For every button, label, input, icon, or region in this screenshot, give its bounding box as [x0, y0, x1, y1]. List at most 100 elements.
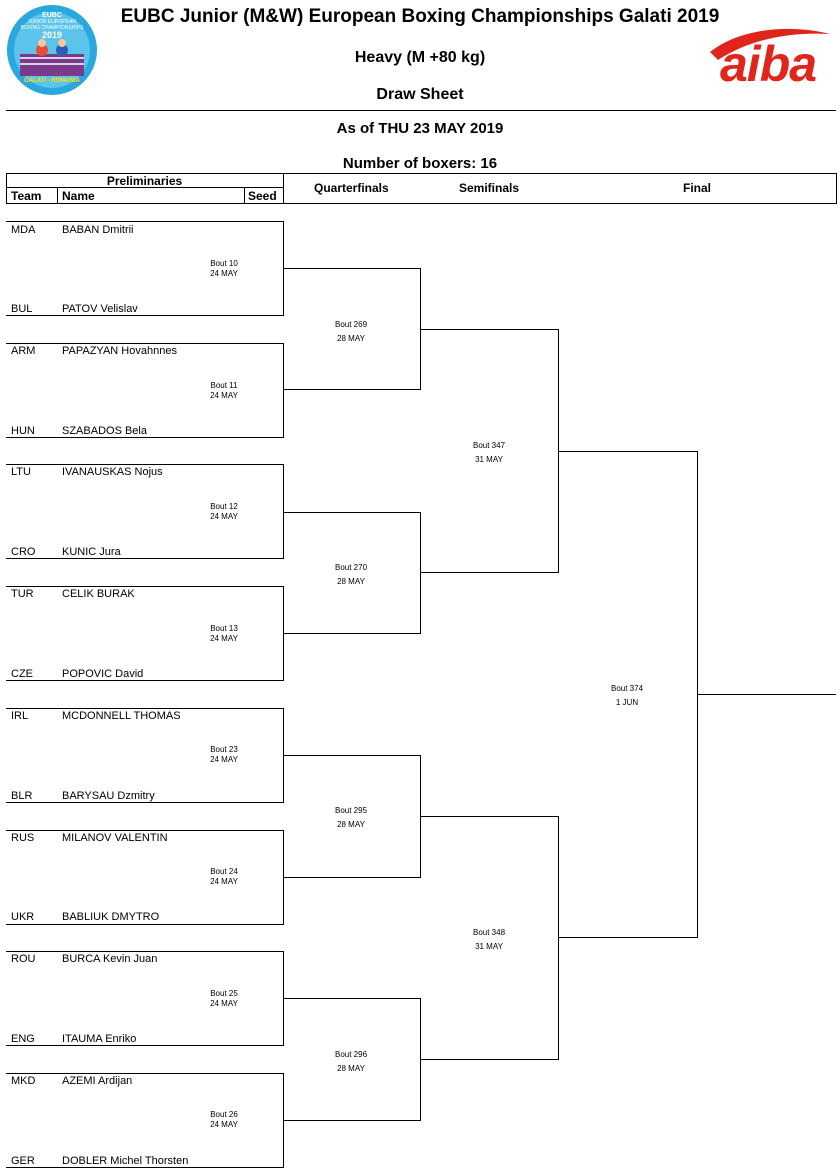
bout-date: 28 MAY: [337, 334, 365, 343]
bout-number: Bout 269: [334, 320, 368, 329]
preliminaries-header: Preliminaries: [106, 174, 183, 188]
boxer-team: LTU: [11, 466, 31, 478]
boxer-team: RUS: [11, 832, 35, 844]
bout-date: 24 MAY: [210, 269, 238, 278]
header-grid: [6, 173, 284, 203]
boxer-name: PAPAZYAN Hovahnnes: [62, 345, 177, 357]
bout-date: 24 MAY: [210, 755, 238, 764]
boxer-team: ENG: [11, 1033, 35, 1045]
boxer-team: CRO: [11, 546, 36, 558]
final-bout-label: Bout 374 1 JUN: [587, 682, 667, 710]
quarter-bout-label: Bout 269 28 MAY: [311, 318, 391, 346]
semi-bout-label: Bout 347 31 MAY: [449, 439, 529, 467]
boxer-name: KUNIC Jura: [62, 546, 121, 558]
column-header: [6, 173, 837, 204]
final-header: Final: [683, 181, 712, 195]
quarter-bout-label: Bout 296 28 MAY: [311, 1048, 391, 1076]
bout-number: Bout 295: [334, 806, 368, 815]
bout-number: Bout 26: [210, 1110, 238, 1119]
boxer-name: MILANOV VALENTIN: [62, 832, 168, 844]
boxer-name: BURCA Kevin Juan: [62, 953, 158, 965]
logo-line3: BOXING CHAMPIONSHIPS: [20, 25, 84, 31]
bout-number: Bout 25: [210, 989, 238, 998]
bout-number: Bout 348: [472, 928, 506, 937]
bout-date: 31 MAY: [475, 942, 503, 951]
boxer-name: BABAN Dmitrii: [62, 224, 134, 236]
boxer-count: Number of boxers: 16: [342, 155, 498, 172]
boxer-team: CZE: [11, 668, 33, 680]
bout-number: Bout 10: [210, 259, 238, 268]
bout-number: Bout 374: [610, 684, 644, 693]
bout-number: Bout 12: [210, 502, 238, 511]
boxer-team: MKD: [11, 1075, 36, 1087]
boxer-name: PATOV Velislav: [62, 303, 138, 315]
boxer-team: GER: [11, 1155, 35, 1167]
quarter-bout-label: Bout 270 28 MAY: [311, 561, 391, 589]
boxer-name: BARYSAU Dzmitry: [62, 790, 155, 802]
bout-date: 24 MAY: [210, 1120, 238, 1129]
weight-class: Heavy (M +80 kg): [354, 49, 486, 66]
bout-date: 24 MAY: [210, 999, 238, 1008]
header-divider: [6, 110, 836, 111]
name-header: Name: [62, 189, 95, 203]
bout-number: Bout 11: [210, 381, 238, 390]
bout-date: 24 MAY: [210, 877, 238, 886]
sheet-title: Draw Sheet: [376, 86, 464, 103]
page-title: EUBC Junior (M&W) European Boxing Champi…: [120, 6, 720, 27]
boxer-name: CELIK BURAK: [62, 588, 135, 600]
boxer-team: ROU: [11, 953, 36, 965]
bout-number: Bout 24: [210, 867, 238, 876]
boxer-team: ARM: [11, 345, 36, 357]
boxer-team: IRL: [11, 710, 29, 722]
bout-date: 1 JUN: [615, 698, 639, 707]
bout-date: 24 MAY: [210, 634, 238, 643]
bout-number: Bout 23: [210, 745, 238, 754]
boxer-name: BABLIUK DMYTRO: [62, 911, 160, 923]
as-of-date: As of THU 23 MAY 2019: [336, 120, 504, 137]
logo-city: GALATI - ROMANIA: [24, 78, 80, 84]
boxer-name: SZABADOS Bela: [62, 425, 147, 437]
bout-date: 28 MAY: [337, 820, 365, 829]
boxer-name: MCDONNELL THOMAS: [62, 710, 181, 722]
boxer-name: ITAUMA Enriko: [62, 1033, 137, 1045]
eubc-logo: EUBC JUNIOR EUROPEAN BOXING CHAMPIONSHIP…: [6, 4, 98, 96]
boxer-team: MDA: [11, 224, 36, 236]
boxer-team: TUR: [11, 588, 34, 600]
boxer-team: HUN: [11, 425, 35, 437]
team-header: Team: [11, 189, 42, 203]
logo-line2: JUNIOR EUROPEAN: [27, 19, 77, 25]
aiba-logo: aiba: [700, 24, 836, 94]
bout-number: Bout 347: [472, 441, 506, 450]
boxer-team: UKR: [11, 911, 35, 923]
logo-year: 2019: [41, 30, 63, 40]
quarterfinals-header: Quarterfinals: [314, 181, 389, 195]
boxer-team: BLR: [11, 790, 33, 802]
boxer-name: IVANAUSKAS Nojus: [62, 466, 163, 478]
bout-date: 28 MAY: [337, 1064, 365, 1073]
bout-date: 24 MAY: [210, 512, 238, 521]
logo-line1: EUBC: [42, 12, 62, 19]
boxer-name: POPOVIC David: [62, 668, 144, 680]
semi-bout-label: Bout 348 31 MAY: [449, 926, 529, 954]
boxer-team: BUL: [11, 303, 33, 315]
bout-date: 28 MAY: [337, 577, 365, 586]
boxer-name: AZEMI Ardijan: [62, 1075, 133, 1087]
bout-number: Bout 13: [210, 624, 238, 633]
bout-date: 24 MAY: [210, 391, 238, 400]
quarter-bout-label: Bout 295 28 MAY: [311, 804, 391, 832]
semifinals-header: Semifinals: [459, 181, 520, 195]
bout-date: 31 MAY: [475, 455, 503, 464]
boxer-name: DOBLER Michel Thorsten: [62, 1155, 189, 1167]
bout-number: Bout 296: [334, 1050, 368, 1059]
bout-number: Bout 270: [334, 563, 368, 572]
seed-header: Seed: [248, 189, 277, 203]
aiba-text: aiba: [720, 36, 817, 92]
